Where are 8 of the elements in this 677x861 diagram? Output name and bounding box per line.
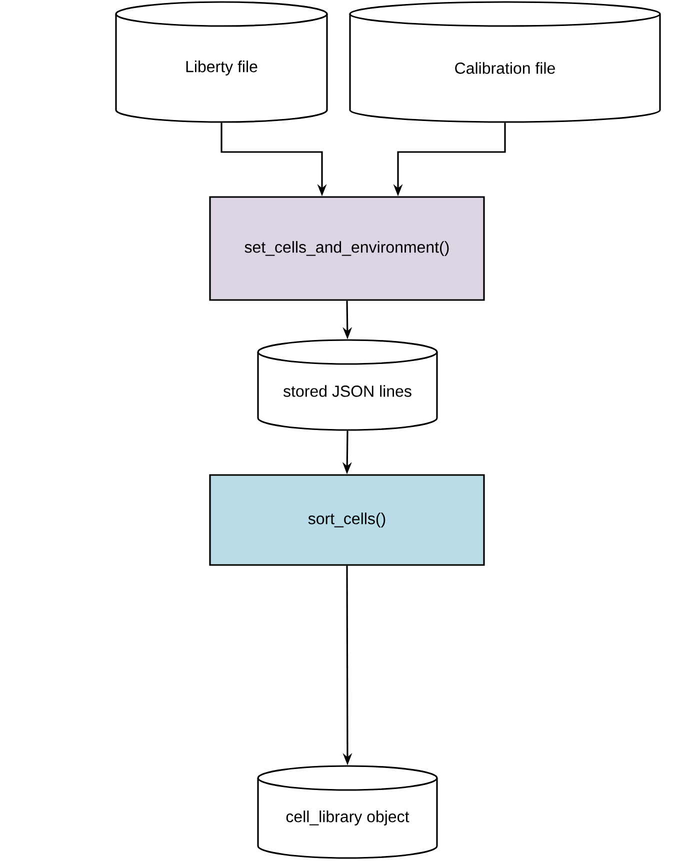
data-cylinder: Calibration file [349, 1, 661, 123]
node-label: Calibration file [455, 62, 555, 74]
data-cylinder: cell_library object [257, 765, 438, 859]
node-label: cell_library object [286, 810, 410, 826]
process-box: set_cells_and_environment() [209, 196, 485, 301]
data-cylinder: stored JSON lines [257, 339, 438, 431]
process-box: sort_cells() [209, 474, 485, 566]
data-cylinder: Liberty file [115, 1, 328, 123]
